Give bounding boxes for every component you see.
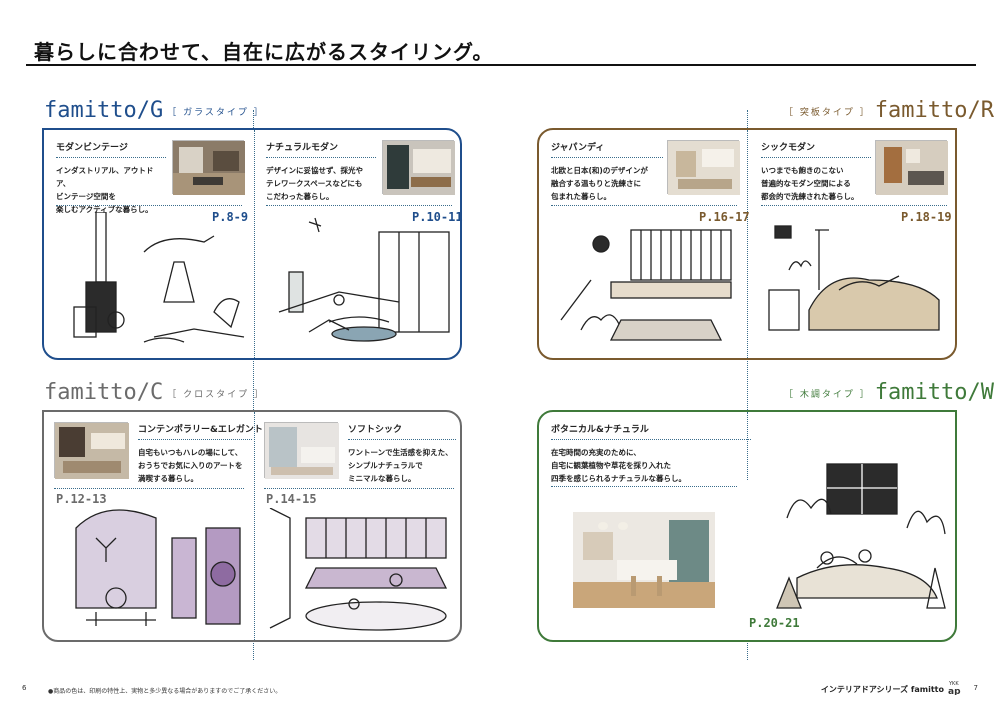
style-title: モダンビンテージ bbox=[56, 140, 166, 158]
style-photo bbox=[573, 512, 715, 608]
illustration-modern-vintage bbox=[73, 212, 245, 343]
dotted-rule bbox=[266, 205, 452, 206]
style-card-natural-modern[interactable]: ナチュラルモダン デザインに妥協せず、採光や テレワークスペースなどにも こだわ… bbox=[266, 140, 376, 203]
series-header-r: ［ 突板タイプ ］famitto/R bbox=[780, 98, 994, 123]
page-title: 暮らしに合わせて、自在に広がるスタイリング。 bbox=[34, 40, 494, 64]
dotted-rule bbox=[551, 205, 737, 206]
page-ref[interactable]: P.18-19 bbox=[901, 210, 952, 224]
panel-famitto-r: ジャパンディ 北欧と日本(和)のデザインが 融合する温もりと洗練さに 包まれた暮… bbox=[537, 128, 957, 360]
style-desc: 北欧と日本(和)のデザインが 融合する温もりと洗練さに 包まれた暮らし。 bbox=[551, 166, 648, 201]
style-card-soft-chic[interactable]: ソフトシック ワントーンで生活感を抑えた、 シンプルナチュラルで ミニマルな暮ら… bbox=[348, 422, 456, 485]
dotted-rule bbox=[264, 488, 454, 489]
style-desc: 在宅時間の充実のために、 自宅に観葉植物や草花を採り入れた 四季を感じられるナチ… bbox=[551, 448, 686, 483]
style-card-modern-vintage[interactable]: モダンビンテージ インダストリアル、アウトドア、 ビンテージ空間を 楽しむアクテ… bbox=[56, 140, 166, 216]
page-ref[interactable]: P.20-21 bbox=[749, 616, 800, 630]
illustration-botanical-natural bbox=[776, 463, 946, 609]
style-photo bbox=[172, 140, 245, 195]
illustration-japandi bbox=[560, 229, 732, 341]
style-title: ボタニカル&ナチュラル bbox=[551, 422, 751, 440]
series-name-c: famitto/C bbox=[44, 380, 164, 405]
style-desc: ワントーンで生活感を抑えた、 シンプルナチュラルで ミニマルな暮らし。 bbox=[348, 448, 453, 483]
style-title: シックモダン bbox=[761, 140, 871, 158]
style-photo bbox=[382, 140, 455, 195]
series-header-w: ［ 木調タイプ ］famitto/W bbox=[780, 380, 994, 405]
series-header-g: famitto/G［ ガラスタイプ ］ bbox=[44, 98, 269, 123]
dotted-rule bbox=[761, 205, 947, 206]
panel-famitto-g: モダンビンテージ インダストリアル、アウトドア、 ビンテージ空間を 楽しむアクテ… bbox=[42, 128, 463, 360]
series-name-g: famitto/G bbox=[44, 98, 164, 123]
footer-series-label: インテリアドアシリーズ famitto bbox=[820, 685, 944, 694]
illustration-chic-modern bbox=[768, 225, 940, 331]
page-ref[interactable]: P.10-11 bbox=[412, 210, 463, 224]
style-card-chic-modern[interactable]: シックモダン いつまでも飽きのこない 普遍的なモダン空間による 都会的で洗練され… bbox=[761, 140, 871, 203]
series-name-w: famitto/W bbox=[874, 380, 994, 405]
style-title: ソフトシック bbox=[348, 422, 456, 440]
dotted-rule bbox=[54, 488, 244, 489]
illustration-contemporary-elegant bbox=[75, 509, 241, 626]
panel-famitto-w: ボタニカル&ナチュラル 在宅時間の充実のために、 自宅に観葉植物や草花を採り入れ… bbox=[537, 410, 957, 642]
page-number-right: 7 bbox=[973, 684, 978, 692]
dotted-rule bbox=[551, 486, 737, 487]
gutter-line-left bbox=[253, 110, 254, 660]
style-desc: インダストリアル、アウトドア、 ビンテージ空間を 楽しむアクティブな暮らし。 bbox=[56, 166, 154, 214]
style-photo bbox=[667, 140, 740, 195]
page-ref[interactable]: P.14-15 bbox=[266, 492, 317, 506]
svg-text:ap: ap bbox=[948, 687, 961, 695]
style-title: ジャパンディ bbox=[551, 140, 663, 158]
series-name-r: famitto/R bbox=[874, 98, 994, 123]
panel-divider bbox=[747, 412, 748, 480]
series-type-c: ［ クロスタイプ ］ bbox=[167, 389, 265, 400]
illustration-natural-modern bbox=[278, 217, 450, 342]
svg-text:YKK: YKK bbox=[948, 681, 959, 687]
page-ref[interactable]: P.8-9 bbox=[212, 210, 249, 224]
ykk-ap-logo: YKK ap bbox=[948, 679, 966, 695]
panel-divider bbox=[254, 130, 255, 358]
series-type-g: ［ ガラスタイプ ］ bbox=[167, 107, 265, 118]
panel-famitto-c: コンテンポラリー&エレガント 自宅もいつもハレの場にして、 おうちでお気に入りの… bbox=[42, 410, 462, 642]
panel-divider bbox=[747, 130, 748, 358]
style-card-japandi[interactable]: ジャパンディ 北欧と日本(和)のデザインが 融合する温もりと洗練さに 包まれた暮… bbox=[551, 140, 663, 203]
gutter-line-right bbox=[747, 110, 748, 660]
style-photo bbox=[875, 140, 948, 195]
dotted-rule bbox=[56, 205, 242, 206]
style-card-botanical-natural[interactable]: ボタニカル&ナチュラル 在宅時間の充実のために、 自宅に観葉植物や草花を採り入れ… bbox=[551, 422, 751, 485]
series-type-w: ［ 木調タイプ ］ bbox=[784, 389, 871, 400]
style-desc: 自宅もいつもハレの場にして、 おうちでお気に入りのアートを 満喫する暮らし。 bbox=[138, 448, 243, 483]
style-card-contemporary-elegant[interactable]: コンテンポラリー&エレガント 自宅もいつもハレの場にして、 おうちでお気に入りの… bbox=[138, 422, 263, 485]
panel-divider bbox=[254, 412, 255, 640]
style-desc: デザインに妥協せず、採光や テレワークスペースなどにも こだわった暮らし。 bbox=[266, 166, 363, 201]
footer-note: ●商品の色は、印刷の特性上、実物と多少異なる場合がありますのでご了承ください。 bbox=[48, 688, 282, 695]
style-photo bbox=[264, 422, 339, 479]
series-type-r: ［ 突板タイプ ］ bbox=[784, 107, 871, 118]
page-ref[interactable]: P.12-13 bbox=[56, 492, 107, 506]
style-photo bbox=[54, 422, 129, 479]
style-title: ナチュラルモダン bbox=[266, 140, 376, 158]
style-title: コンテンポラリー&エレガント bbox=[138, 422, 263, 440]
title-rule bbox=[26, 64, 976, 66]
page-number-left: 6 bbox=[22, 684, 27, 692]
illustration-soft-chic bbox=[269, 508, 448, 631]
style-desc: いつまでも飽きのこない 普遍的なモダン空間による 都会的で洗練された暮らし。 bbox=[761, 166, 859, 201]
page-ref[interactable]: P.16-17 bbox=[699, 210, 750, 224]
series-header-c: famitto/C［ クロスタイプ ］ bbox=[44, 380, 269, 405]
